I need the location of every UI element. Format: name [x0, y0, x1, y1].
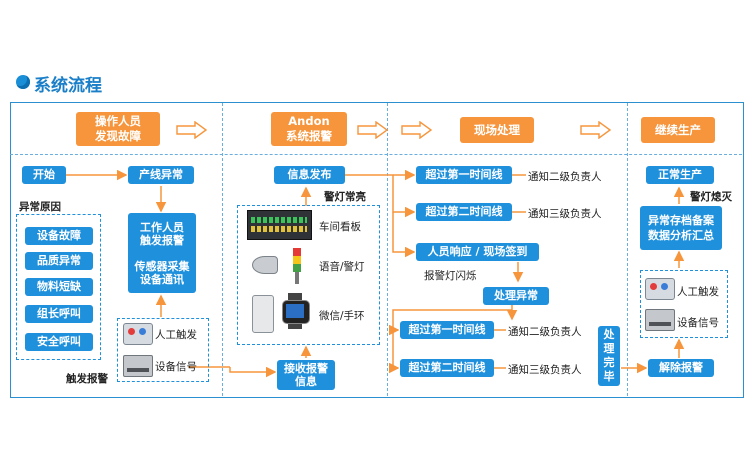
cause-safety-call: 安全呼叫 — [25, 333, 93, 351]
phone-icon — [252, 295, 274, 333]
exceed-first-deadline-1: 超过第一时间线 — [416, 166, 512, 184]
stage-header-strip — [10, 102, 742, 155]
stage-arrow-icon — [580, 121, 612, 139]
archive-analysis-node: 异常存档备案 数据分析汇总 — [640, 206, 722, 250]
voice-light-label: 语音/警灯 — [319, 261, 365, 273]
line-abnormal-node: 产线异常 — [128, 166, 194, 184]
manual-trigger-label-4: 人工触发 — [677, 286, 719, 298]
speaker-horn-icon — [252, 252, 280, 276]
notify-second-level-1: 通知二级负责人 — [528, 171, 602, 183]
handle-done-node: 处理完毕 — [598, 326, 620, 386]
light-on-label: 警灯常亮 — [324, 191, 366, 203]
workshop-board-icon — [247, 210, 312, 240]
workshop-board-label: 车间看板 — [319, 221, 361, 233]
smart-band-icon — [281, 293, 310, 329]
exceed-second-deadline-1: 超过第二时间线 — [416, 203, 512, 221]
title-bullet-icon — [16, 75, 30, 89]
info-publish-node: 信息发布 — [274, 166, 345, 184]
cause-group — [16, 214, 101, 360]
receive-alarm-node: 接收报警 信息 — [277, 360, 335, 390]
stage-onsite-handling: 现场处理 — [460, 117, 534, 143]
device-signal-module-icon — [123, 355, 153, 377]
abnormal-cause-label: 异常原因 — [19, 201, 61, 213]
manual-trigger-box-icon — [123, 323, 153, 345]
display-device-group — [237, 205, 380, 345]
stage-arrow-icon — [357, 121, 389, 139]
device-signal-module-icon — [645, 309, 675, 331]
tower-light-icon — [293, 248, 301, 284]
exceed-first-deadline-2: 超过第一时间线 — [400, 321, 494, 339]
response-signin-node: 人员响应 / 现场签到 — [416, 243, 539, 261]
stage-arrow-icon — [176, 121, 208, 139]
notify-third-level-2: 通知三级负责人 — [508, 364, 582, 376]
cause-equipment-fault: 设备故障 — [25, 227, 93, 245]
column-divider — [627, 103, 628, 396]
trigger-device-group — [117, 318, 209, 382]
handle-abnormal-node: 处理异常 — [483, 287, 549, 305]
stage-andon-alarm: Andon 系统报警 — [271, 112, 347, 146]
clear-alarm-node: 解除报警 — [648, 359, 714, 377]
light-off-label: 警灯熄灭 — [690, 191, 732, 203]
exceed-second-deadline-2: 超过第二时间线 — [400, 359, 494, 377]
light-flash-label: 报警灯闪烁 — [424, 270, 477, 282]
device-signal-label-4: 设备信号 — [677, 317, 719, 329]
cause-leader-call: 组长呼叫 — [25, 305, 93, 323]
column-divider — [222, 103, 223, 396]
device-signal-label: 设备信号 — [155, 361, 197, 373]
start-node: 开始 — [22, 166, 66, 184]
section-title: 系统流程 — [34, 76, 102, 96]
notify-second-level-2: 通知二级负责人 — [508, 326, 582, 338]
trigger-alarm-node: 工作人员 触发报警 传感器采集 设备通讯 — [128, 213, 196, 293]
stage-continue-production: 继续生产 — [641, 117, 715, 143]
stage-arrow-icon — [401, 121, 433, 139]
notify-third-level-1: 通知三级负责人 — [528, 208, 602, 220]
cause-material-shortage: 物料短缺 — [25, 278, 93, 296]
manual-trigger-box-icon — [645, 278, 675, 300]
wechat-band-label: 微信/手环 — [319, 310, 365, 322]
trigger-alarm-label: 触发报警 — [66, 373, 108, 385]
stage-discover-fault: 操作人员 发现故障 — [76, 112, 160, 146]
normal-production-node: 正常生产 — [646, 166, 714, 184]
column-divider — [387, 103, 388, 396]
manual-trigger-label: 人工触发 — [155, 329, 197, 341]
clear-device-group — [640, 270, 728, 338]
cause-quality-abnormal: 品质异常 — [25, 252, 93, 270]
